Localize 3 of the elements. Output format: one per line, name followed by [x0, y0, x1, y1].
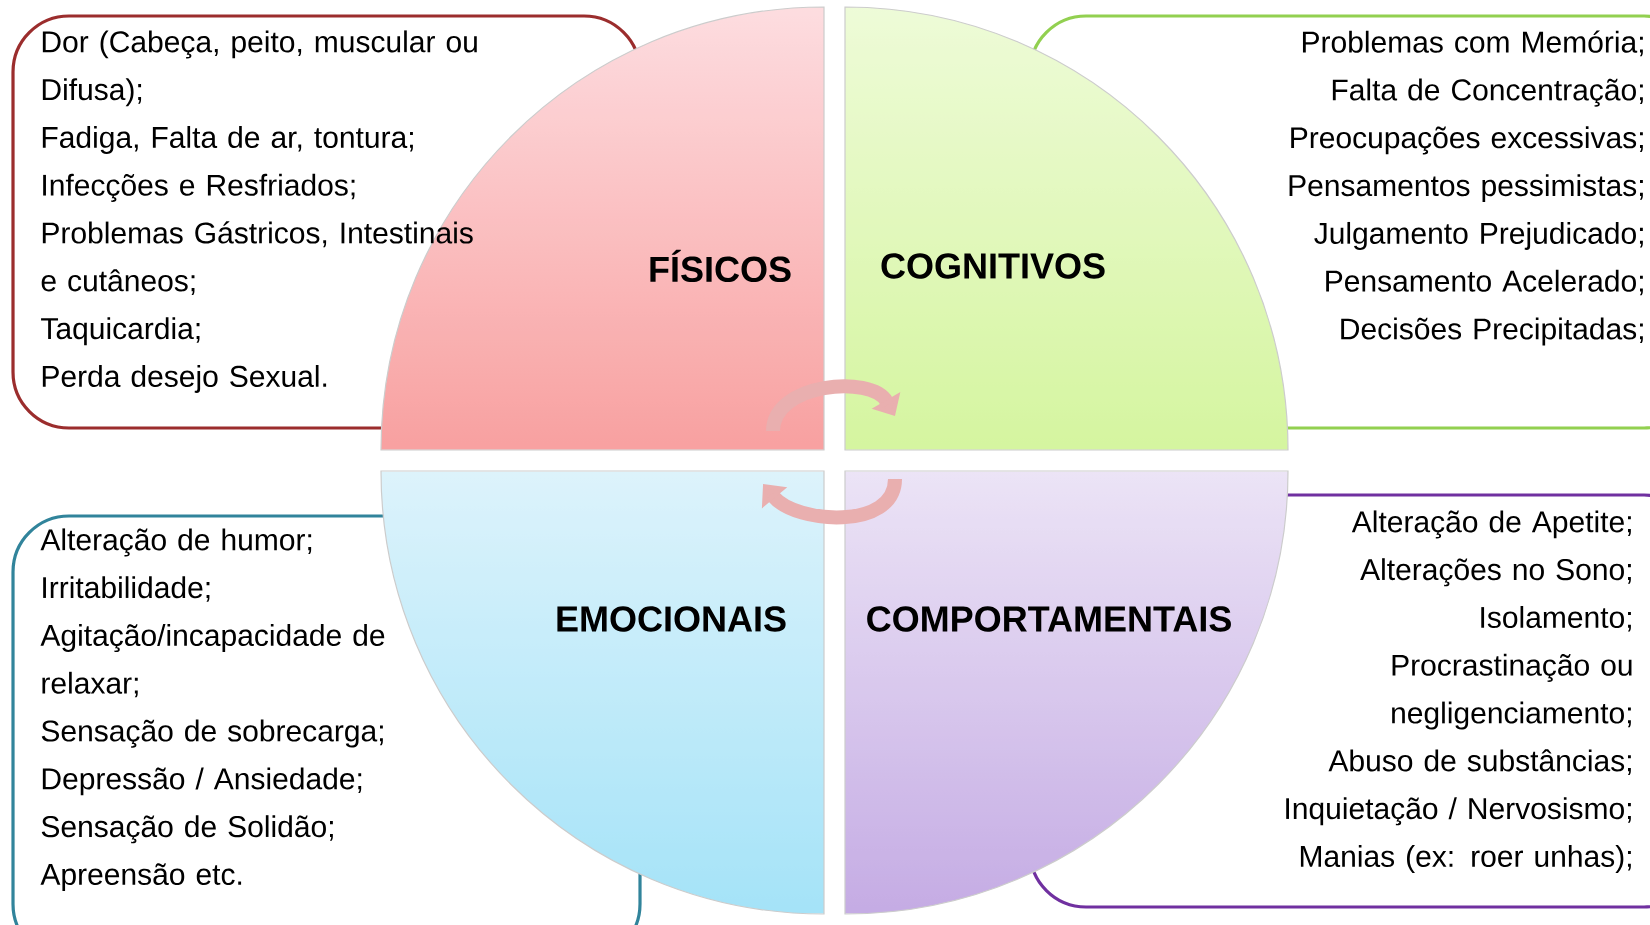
symptom-list: Alteração de Apetite; Alterações no Sono; Isolamento; Procrastinação ou negligenciamento; Abuso de substâncias; Inquietação / Nervosismo; Manias (ex: roer unhas); — [1286, 510, 1632, 873]
curved-arrow — [761, 477, 902, 525]
symptom-list: Problemas com Memória; Falta de Concentração; Preocupações excessivas; Pensamentos pessimistas; Julgamento Prejudicado; Pensamento Acelerado; Decisões Precipitadas; — [1289, 30, 1643, 346]
